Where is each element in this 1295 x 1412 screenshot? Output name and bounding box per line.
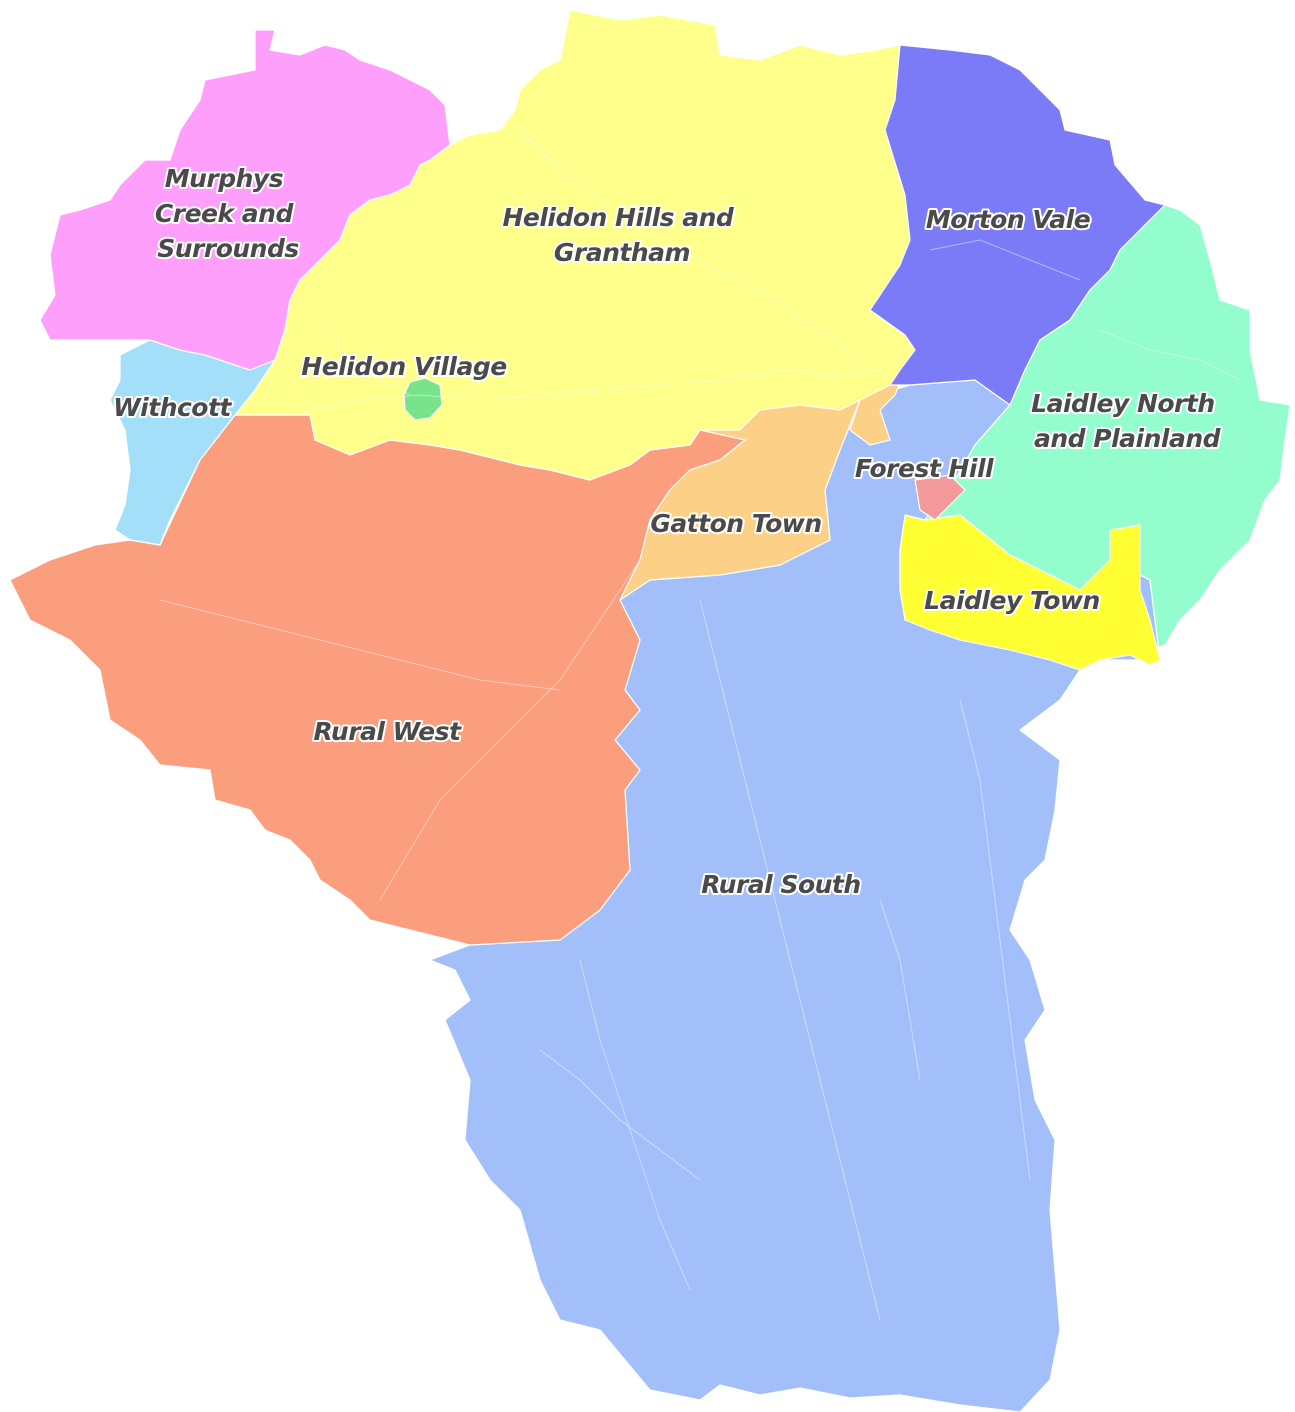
region-laidley-town[interactable]: [899, 514, 1161, 671]
region-gatton-town[interactable]: [619, 399, 861, 601]
label-laidley-north: Laidley North and Plainland: [1031, 389, 1223, 453]
region-labels: Murphys Creek and Surrounds Helidon Hill…: [111, 162, 1224, 901]
region-forest-hill[interactable]: [914, 474, 966, 521]
label-rural-south: Rural South: [701, 870, 860, 899]
label-helidon-village: Helidon Village: [301, 352, 506, 381]
label-helidon-hills: Helidon Hills and Grantham: [502, 203, 741, 267]
road-network: [159, 129, 1241, 1321]
label-forest-hill: Forest Hill: [855, 454, 994, 483]
region-helidon-village[interactable]: [403, 377, 443, 421]
label-rural-west: Rural West: [314, 717, 462, 746]
label-morton-vale: Morton Vale: [926, 205, 1090, 234]
label-gatton-town: Gatton Town: [650, 509, 821, 538]
label-withcott: Withcott: [113, 393, 232, 422]
label-laidley-town: Laidley Town: [924, 586, 1100, 615]
label-murphys-creek: Murphys Creek and Surrounds: [155, 164, 301, 263]
